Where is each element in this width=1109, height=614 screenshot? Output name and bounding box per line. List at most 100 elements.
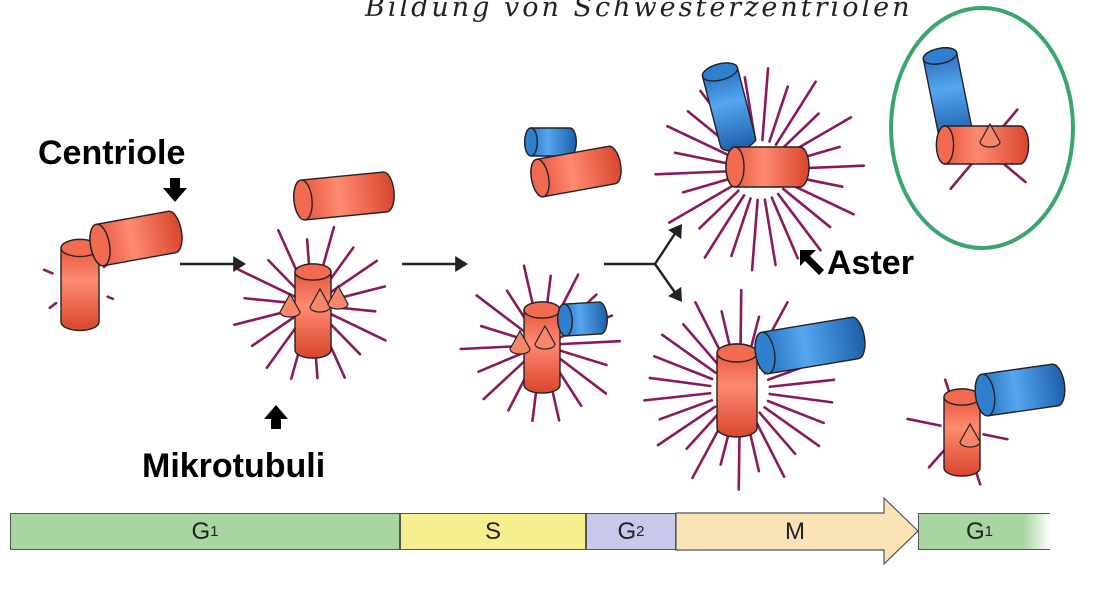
upper-aster-microtubule-14 bbox=[666, 124, 735, 159]
phase-m-arrow-shape bbox=[675, 496, 919, 566]
upper-aster-microtubule-4 bbox=[770, 196, 800, 260]
phase-s-bg bbox=[400, 513, 586, 550]
highlight-mother-centriole-end bbox=[935, 125, 955, 165]
lower-aster-microtubule-8 bbox=[643, 391, 712, 402]
lower-aster-microtubule-5 bbox=[685, 410, 722, 451]
upper-aster-mother-centriole-end bbox=[725, 146, 745, 188]
lower-aster-daughter-centriole-end bbox=[754, 331, 776, 375]
stage3-nucleation-cone-left bbox=[509, 329, 531, 355]
stage3-mother-centriole-top-end bbox=[530, 158, 550, 198]
stage2-microtubule-1 bbox=[326, 311, 387, 342]
phase-m-letter: M bbox=[785, 517, 805, 545]
next-cycle-daughter-centriole bbox=[974, 363, 1066, 417]
phase-g1-letter: G bbox=[191, 517, 211, 545]
lower-aster-daughter-centriole bbox=[754, 316, 866, 375]
microtubules-pointer-arrow bbox=[264, 405, 288, 429]
upper-aster-microtubule-10 bbox=[667, 183, 736, 224]
lower-aster-microtubule-24 bbox=[763, 406, 821, 448]
next-cycle-mother-centriole bbox=[943, 388, 981, 477]
next-cycle-nucleation-cone bbox=[959, 422, 981, 448]
lower-aster-mother-centriole bbox=[716, 343, 758, 438]
phase-s-letter: S bbox=[484, 517, 501, 545]
lower-aster-microtubule-9 bbox=[648, 376, 712, 388]
upper-aster-daughter-centriole bbox=[701, 62, 757, 152]
phase-g2-subscript: 2 bbox=[636, 523, 645, 540]
flow-arrow-2-head bbox=[455, 256, 468, 272]
lower-aster-microtubule-23 bbox=[766, 399, 825, 425]
upper-aster-microtubule-21 bbox=[774, 80, 817, 146]
stage3-mother-centriole-bottom-end bbox=[523, 301, 561, 319]
phase-g1-next-letter: G bbox=[965, 517, 985, 545]
stage2-microtubule-7 bbox=[250, 313, 299, 348]
highlight-microtubule-1 bbox=[949, 161, 974, 191]
lower-aster-microtubule-7 bbox=[658, 398, 714, 421]
stage2-separated-centriole-end bbox=[293, 179, 313, 221]
upper-aster-microtubule-6 bbox=[750, 198, 759, 272]
split-arrow-lower-head bbox=[668, 286, 682, 302]
stage3-microtubule-17 bbox=[558, 339, 622, 346]
stage3-daughter-centriole-bottom bbox=[557, 301, 608, 337]
upper-aster-microtubule-1 bbox=[785, 181, 855, 216]
upper-aster-microtubule-7 bbox=[730, 197, 752, 258]
stage3-daughter-centriole-top bbox=[523, 127, 577, 157]
upper-aster-microtubule-11 bbox=[681, 177, 733, 194]
lower-aster-microtubule-6 bbox=[656, 405, 717, 447]
upper-aster-microtubule-19 bbox=[761, 67, 770, 142]
stage3-microtubule-1 bbox=[555, 354, 608, 395]
highlight-ellipse bbox=[889, 6, 1075, 250]
centriole-label: Centriole bbox=[38, 134, 186, 172]
lower-aster-microtubule-10 bbox=[653, 354, 714, 381]
stage2-separated-centriole bbox=[293, 171, 395, 221]
stage3-daughter-centriole-top-end bbox=[523, 127, 539, 157]
upper-aster-microtubule-3 bbox=[776, 192, 822, 252]
stage3-mother-centriole-top bbox=[530, 145, 622, 198]
stage3-nucleation-cone-right bbox=[534, 324, 556, 350]
stage3-microtubule-10 bbox=[475, 294, 529, 336]
stage3-microtubule-0 bbox=[557, 349, 608, 367]
highlight-daughter-centriole-end bbox=[922, 47, 958, 65]
upper-aster-microtubule-22 bbox=[780, 112, 820, 151]
lower-aster-microtubule-11 bbox=[660, 333, 717, 374]
upper-aster-daughter-centriole-end bbox=[701, 62, 739, 82]
stage1-second-centriole bbox=[89, 210, 183, 267]
stage2-nucleation-cone-left bbox=[279, 292, 301, 318]
split-arrow-lower bbox=[654, 263, 677, 295]
aster-label: Aster bbox=[827, 244, 914, 282]
phase-g1-next-subscript: 1 bbox=[984, 523, 993, 540]
microtubules-label: Mikrotubuli bbox=[142, 447, 326, 485]
stage1-microtubule-3 bbox=[42, 268, 54, 275]
next-cycle-daughter-centriole-end bbox=[974, 373, 996, 417]
upper-aster-microtubule-12 bbox=[654, 169, 732, 176]
lower-aster-microtubule-25 bbox=[758, 411, 797, 456]
stage1-microtubule-2 bbox=[48, 301, 58, 310]
stage1-mother-centriole bbox=[60, 238, 100, 332]
stage3-microtubule-6 bbox=[482, 355, 531, 401]
handwritten-heading: Bildung von Schwesterzentriolen bbox=[365, 0, 913, 23]
upper-aster-mother-centriole bbox=[725, 146, 810, 188]
stage2-microtubule-11 bbox=[267, 258, 301, 294]
stage2-mother-centriole-end bbox=[294, 263, 332, 281]
upper-aster-microtubule-9 bbox=[698, 189, 740, 230]
centriole-pointer-arrow bbox=[163, 178, 187, 202]
stage3-microtubule-7 bbox=[477, 350, 527, 373]
stage1-microtubule-0 bbox=[106, 295, 115, 301]
flow-arrow-1-head bbox=[233, 256, 246, 272]
upper-aster-microtubule-5 bbox=[763, 198, 777, 267]
lower-aster-microtubule-22 bbox=[768, 392, 834, 404]
phase-g2-bg bbox=[586, 513, 676, 550]
highlight-nucleation-cone bbox=[979, 122, 1001, 148]
phase-g1-subscript: 1 bbox=[210, 523, 219, 540]
split-arrow-upper-head bbox=[668, 224, 682, 240]
stage1-second-centriole-end bbox=[89, 223, 111, 267]
upper-aster-microtubule-8 bbox=[703, 194, 746, 259]
phase-g1-bg bbox=[10, 513, 400, 550]
stage2-microtubule-16 bbox=[325, 259, 379, 297]
phase-m: M bbox=[676, 513, 886, 550]
stage3-daughter-centriole-bottom-end bbox=[557, 303, 573, 337]
next-cycle-microtubule-0 bbox=[982, 433, 1009, 441]
